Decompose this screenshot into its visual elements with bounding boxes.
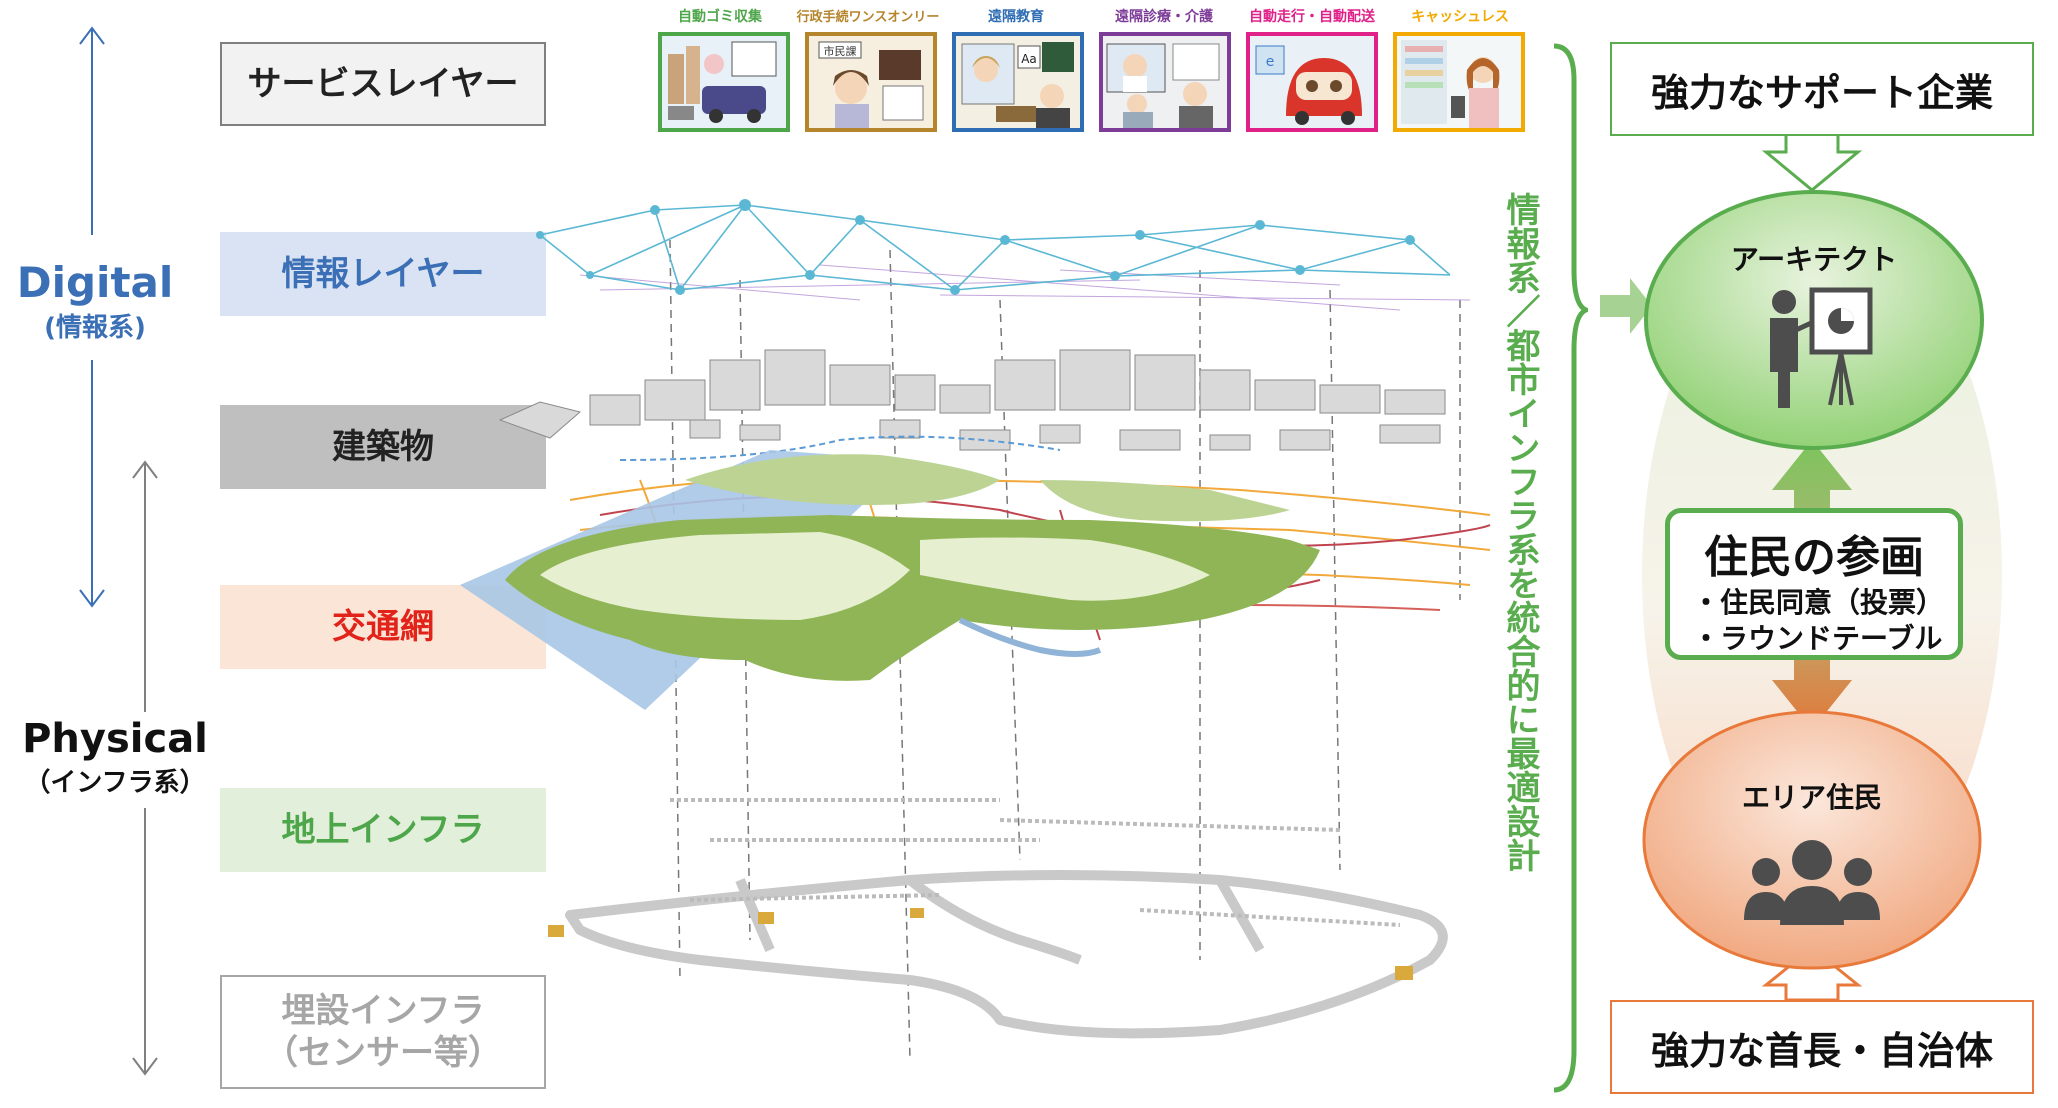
service-title-education: 遠隔教育 bbox=[988, 9, 1044, 25]
physical-axis-label: Physical （インフラ系） bbox=[0, 716, 230, 799]
layer-info-label: 情報レイヤー bbox=[281, 253, 485, 294]
support-companies-label: 強力なサポート企業 bbox=[1650, 70, 1993, 115]
support-companies-box: 強力なサポート企業 bbox=[1610, 42, 2034, 136]
participation-title: 住民の参画 bbox=[1704, 532, 1924, 583]
layer-building-label: 建築物 bbox=[332, 426, 434, 467]
telemedicine-icon bbox=[1103, 36, 1227, 128]
education-board-text: Aa bbox=[1021, 52, 1037, 66]
city-layer-illustration bbox=[460, 199, 1491, 1061]
service-card-admin: 市民課 bbox=[805, 32, 937, 132]
physical-title: Physical bbox=[22, 716, 208, 762]
service-card-autonomous: e bbox=[1246, 32, 1378, 132]
building-layer bbox=[498, 349, 1446, 451]
service-title-cashless: キャッシュレス bbox=[1411, 9, 1509, 25]
buried-infrastructure-layer bbox=[565, 870, 1448, 1039]
garbage-truck-icon bbox=[662, 36, 786, 128]
physical-subtitle: （インフラ系） bbox=[24, 768, 206, 798]
information-network-layer bbox=[536, 199, 1471, 311]
digital-subtitle: (情報系) bbox=[44, 313, 146, 343]
presenter-icon bbox=[1770, 287, 1873, 408]
remote-education-icon: Aa bbox=[956, 36, 1080, 128]
layer-buried-label-2: （センサー等） bbox=[264, 1033, 502, 1073]
participation-item-vote: ・住民同意（投票） bbox=[1692, 586, 1945, 619]
digital-axis-label: Digital (情報系) bbox=[10, 258, 180, 344]
layer-buried-label-1: 埋設インフラ bbox=[281, 990, 485, 1031]
layer-transport-label: 交通網 bbox=[332, 606, 434, 647]
layer-service-label: サービスレイヤー bbox=[247, 63, 519, 104]
layer-ground: 地上インフラ bbox=[220, 788, 546, 872]
buried-pipes-detail bbox=[548, 798, 1413, 980]
service-card-garbage bbox=[658, 32, 790, 132]
service-card-telemedicine bbox=[1099, 32, 1231, 132]
autonomous-vehicle-icon: e bbox=[1250, 36, 1374, 128]
layer-transport: 交通網 bbox=[220, 585, 546, 669]
mayor-municipality-box: 強力な首長・自治体 bbox=[1610, 1000, 2034, 1094]
digital-title: Digital bbox=[16, 258, 174, 307]
group-people-icon bbox=[1744, 840, 1880, 925]
layer-building: 建築物 bbox=[220, 405, 546, 489]
resident-participation-box: 住民の参画 ・住民同意（投票） ・ラウンドテーブル bbox=[1665, 508, 1963, 660]
service-title-telemedicine: 遠隔診療・介護 bbox=[1115, 9, 1213, 25]
grouping-brace bbox=[1553, 43, 1588, 1093]
service-title-admin: 行政手続ワンスオンリー bbox=[796, 10, 940, 25]
admin-sign-text: 市民課 bbox=[824, 44, 857, 58]
service-title-autonomous: 自動走行・自動配送 bbox=[1249, 9, 1375, 25]
service-card-cashless bbox=[1393, 32, 1525, 132]
layer-buried: 埋設インフラ （センサー等） bbox=[220, 975, 546, 1089]
area-residents-label: エリア住民 bbox=[1741, 781, 1882, 814]
layer-info: 情報レイヤー bbox=[220, 232, 546, 316]
svg-text:e: e bbox=[1266, 54, 1275, 70]
mayor-municipality-label: 強力な首長・自治体 bbox=[1650, 1028, 1993, 1073]
service-title-garbage: 自動ゴミ収集 bbox=[678, 9, 762, 25]
ground-infrastructure-layer bbox=[460, 450, 1320, 710]
layer-service: サービスレイヤー bbox=[220, 42, 546, 126]
service-card-education: Aa bbox=[952, 32, 1084, 132]
cashless-icon bbox=[1397, 36, 1521, 128]
integrated-design-vertical-text: 情報系／都市インフラ系を統合的に最適設計 bbox=[1500, 192, 1540, 872]
participation-list: ・住民同意（投票） ・ラウンドテーブル bbox=[1670, 585, 1958, 657]
architect-label: アーキテクト bbox=[1730, 243, 1898, 276]
layer-ground-label: 地上インフラ bbox=[281, 809, 485, 850]
government-procedure-icon: 市民課 bbox=[809, 36, 933, 128]
participation-item-roundtable: ・ラウンドテーブル bbox=[1692, 622, 1943, 655]
